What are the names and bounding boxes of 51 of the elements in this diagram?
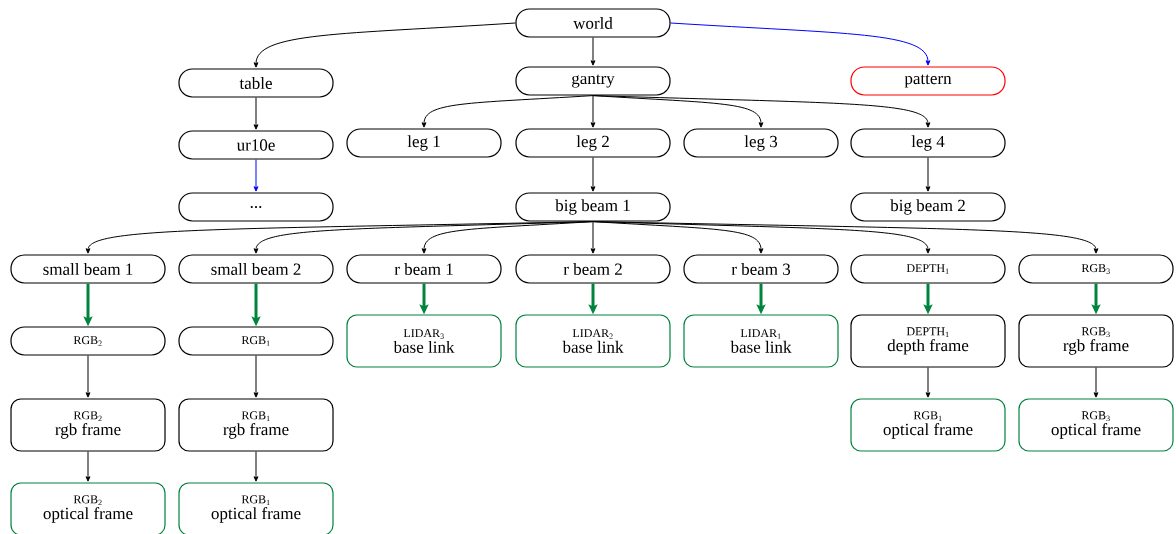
arrow <box>925 367 931 398</box>
frame-box: LIDAR$_{1}$ base link <box>683 314 839 368</box>
frame-box: LIDAR$_{2}$ base link <box>515 314 671 368</box>
link-pill: small beam 2 <box>178 254 334 284</box>
arrow <box>253 159 259 192</box>
link-pill: leg 3 <box>683 128 839 158</box>
arrow <box>590 157 596 192</box>
link-pill: r beam 1 <box>346 254 502 284</box>
frame-box: LIDAR$_{3}$ base link <box>346 314 502 368</box>
arrow <box>421 221 594 254</box>
arrow <box>253 97 259 130</box>
link-pill: leg 1 <box>346 128 502 158</box>
frame-box: DEPTH$_{1}$ depth frame <box>850 314 1006 368</box>
link-pill: leg 4 <box>850 128 1006 158</box>
frame-box: RGB$_{1}$ rgb frame <box>178 398 334 452</box>
arrow <box>592 95 931 128</box>
link-pill: small beam 1 <box>10 254 166 284</box>
arrow <box>670 22 931 66</box>
link-pill: r beam 3 <box>683 254 839 284</box>
arrow <box>1093 367 1099 398</box>
link-pill: RGB$_{3}$ <box>1018 254 1174 284</box>
arrow <box>253 355 259 398</box>
link-pill: ... <box>178 192 334 222</box>
arrow <box>925 157 931 192</box>
link-pill: RGB$_{1}$ <box>178 326 334 356</box>
arrow <box>592 221 1099 254</box>
frame-box: RGB$_{3}$ optical frame <box>1018 398 1174 452</box>
link-pill: DEPTH$_{1}$ <box>850 254 1006 284</box>
link-pill: big beam 2 <box>850 192 1006 222</box>
arrow <box>85 355 91 398</box>
arrow <box>590 37 596 66</box>
link-pill: ur10e <box>178 130 334 160</box>
link-pill: pattern <box>850 66 1006 96</box>
link-pill: gantry <box>515 66 671 96</box>
arrow <box>85 451 91 482</box>
arrow <box>590 95 596 128</box>
link-pill: leg 2 <box>515 128 671 158</box>
arrow <box>253 451 259 482</box>
link-pill: table <box>178 68 334 98</box>
link-pill: r beam 2 <box>515 254 671 284</box>
arrow <box>421 95 594 128</box>
arrow <box>253 22 516 68</box>
frame-box: RGB$_{2}$ optical frame <box>10 482 166 534</box>
link-pill: world <box>515 8 671 38</box>
link-pill: RGB$_{2}$ <box>10 326 166 356</box>
frame-box: RGB$_{1}$ optical frame <box>178 482 334 534</box>
frame-box: RGB$_{2}$ rgb frame <box>10 398 166 452</box>
arrow <box>590 221 596 254</box>
frame-box: RGB$_{3}$ rgb frame <box>1018 314 1174 368</box>
link-pill: big beam 1 <box>515 192 671 222</box>
frame-box: RGB$_{1}$ optical frame <box>850 398 1006 452</box>
